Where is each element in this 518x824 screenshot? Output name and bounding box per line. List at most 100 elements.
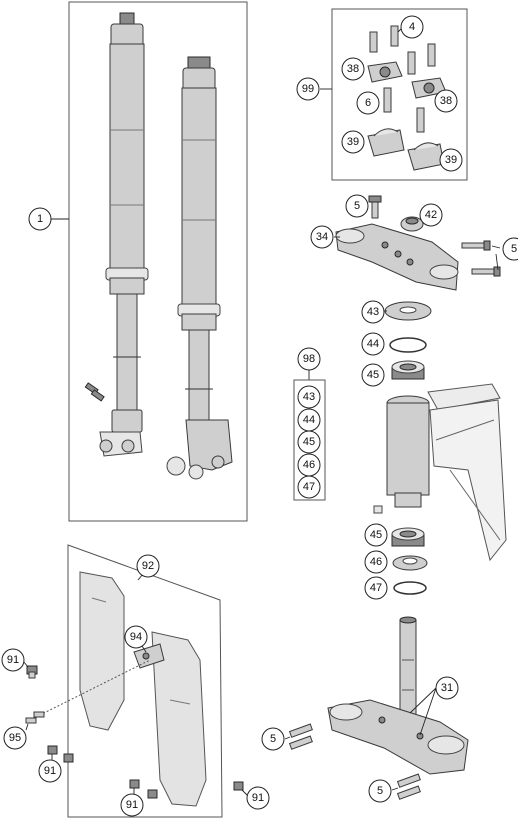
leader-94 xyxy=(141,645,147,653)
label-94: 94 xyxy=(124,625,148,649)
label-46: 46 xyxy=(364,550,388,574)
label-47: 47 xyxy=(364,576,388,600)
label-5-bottom-left: 5 xyxy=(261,727,285,751)
clamp-upper-left xyxy=(367,61,403,83)
label-91-a-text: 91 xyxy=(7,654,19,666)
label-1: 1 xyxy=(28,207,52,231)
label-39-right: 39 xyxy=(439,148,463,172)
label-34-text: 34 xyxy=(316,231,328,243)
label-5-top: 5 xyxy=(345,194,369,218)
leader-31-b xyxy=(419,687,437,736)
upper-clamp-screw-right-a xyxy=(461,240,491,251)
label-38-right: 38 xyxy=(434,89,458,113)
kit-item-47: 47 xyxy=(297,475,321,499)
label-39-left-text: 39 xyxy=(347,136,359,148)
label-46-text: 46 xyxy=(370,556,382,568)
label-38-left-text: 38 xyxy=(347,63,359,75)
bolt-91-d-part xyxy=(233,781,244,791)
label-38-right-text: 38 xyxy=(440,95,452,107)
handlebar-clamp-kit-frame xyxy=(331,8,468,181)
label-94-text: 94 xyxy=(130,631,142,643)
leader-31-a xyxy=(409,687,437,714)
leader-95 xyxy=(25,723,29,731)
lower-clamp-screws-left xyxy=(288,723,313,750)
frame-head-tube xyxy=(373,383,507,562)
leader-5-bottom-right xyxy=(391,787,399,791)
upper-clamp-screw-right-b xyxy=(471,266,501,277)
kit-item-43-text: 43 xyxy=(303,391,315,403)
label-1-text: 1 xyxy=(37,213,43,225)
label-98: 98 xyxy=(297,347,321,371)
label-42: 42 xyxy=(419,203,443,227)
kit-item-46-text: 46 xyxy=(303,459,315,471)
label-45-upper: 45 xyxy=(361,363,385,387)
bearing-45-lower-part xyxy=(391,527,425,547)
label-5-bottom-right: 5 xyxy=(368,779,392,803)
lower-triple-clamp xyxy=(327,616,469,775)
upper-clamp-screw-top xyxy=(368,195,382,219)
label-45-upper-text: 45 xyxy=(367,369,379,381)
label-99-text: 99 xyxy=(302,83,314,95)
label-44: 44 xyxy=(361,332,385,356)
clamp-lower-left xyxy=(367,128,405,157)
label-31-text: 31 xyxy=(441,682,453,694)
seal-44-part xyxy=(389,337,427,353)
fork-assembly-frame xyxy=(68,1,248,522)
label-91-d-text: 91 xyxy=(252,792,264,804)
kit-item-44-text: 44 xyxy=(303,414,315,426)
label-98-text: 98 xyxy=(303,353,315,365)
kit-item-46: 46 xyxy=(297,453,321,477)
label-43: 43 xyxy=(361,300,385,324)
label-6: 6 xyxy=(356,91,380,115)
leader-5-right xyxy=(491,245,501,249)
bolt-91-b-part xyxy=(47,745,74,763)
label-6-text: 6 xyxy=(365,97,371,109)
leader-5-bottom-left xyxy=(284,736,291,740)
label-5-bottom-left-text: 5 xyxy=(270,733,276,745)
label-91-b-text: 91 xyxy=(44,765,56,777)
label-45-lower: 45 xyxy=(364,523,388,547)
leader-5-right-b xyxy=(495,253,499,271)
kit-item-44: 44 xyxy=(297,408,321,432)
bolt-91-c-part xyxy=(129,779,158,799)
label-4: 4 xyxy=(400,15,424,39)
label-39-left: 39 xyxy=(341,130,365,154)
label-5-top-text: 5 xyxy=(354,200,360,212)
label-91-c-text: 91 xyxy=(126,799,138,811)
kit-item-43: 43 xyxy=(297,385,321,409)
upper-triple-clamp xyxy=(335,223,459,291)
label-92: 92 xyxy=(136,554,160,578)
kit-item-45-text: 45 xyxy=(303,436,315,448)
label-44-text: 44 xyxy=(367,338,379,350)
screw-95-part xyxy=(25,711,45,724)
label-4-text: 4 xyxy=(409,21,415,33)
lower-clamp-screws-right xyxy=(396,773,421,800)
label-91-d: 91 xyxy=(246,786,270,810)
label-43-text: 43 xyxy=(367,306,379,318)
label-5-right-text: 5 xyxy=(511,243,517,255)
label-99: 99 xyxy=(296,77,320,101)
label-31: 31 xyxy=(435,676,459,700)
ring-47-part xyxy=(393,581,427,595)
clamp-screws xyxy=(369,25,436,133)
label-92-text: 92 xyxy=(142,560,154,572)
bearing-45-upper-part xyxy=(391,360,425,380)
label-47-text: 47 xyxy=(370,582,382,594)
hose-clip-part xyxy=(133,643,165,669)
left-fork-leg xyxy=(99,12,149,457)
label-39-right-text: 39 xyxy=(445,154,457,166)
kit-item-45: 45 xyxy=(297,430,321,454)
label-91-a: 91 xyxy=(1,648,25,672)
kit-item-47-text: 47 xyxy=(303,481,315,493)
screw-axis-line xyxy=(35,659,151,718)
label-34: 34 xyxy=(310,225,334,249)
left-fork-small-screws xyxy=(84,382,105,402)
bolt-91-a-part xyxy=(26,665,38,679)
label-91-c: 91 xyxy=(120,793,144,817)
steering-nut xyxy=(400,216,424,232)
label-91-b: 91 xyxy=(38,759,62,783)
label-5-right: 5 xyxy=(502,237,518,261)
label-95-text: 95 xyxy=(9,732,21,744)
